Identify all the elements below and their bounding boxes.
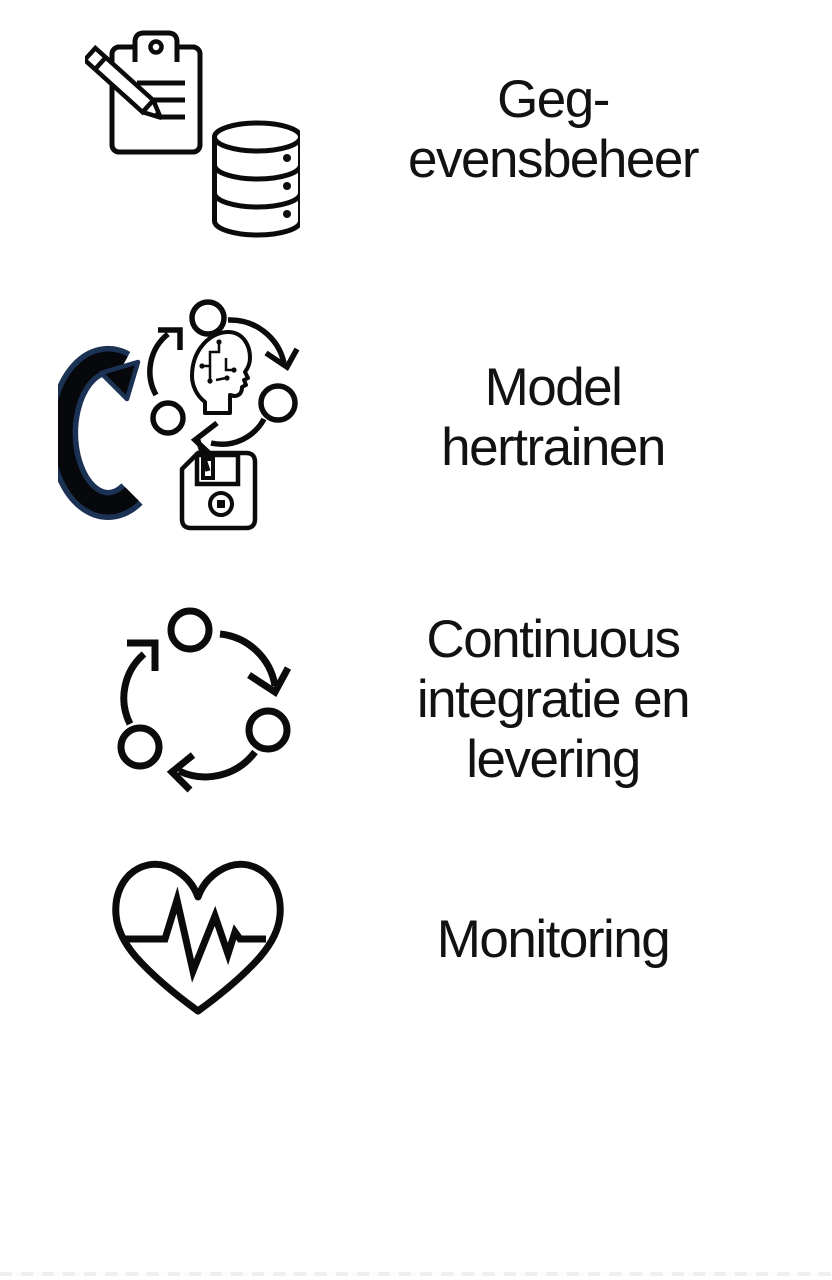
curved-refresh-arrow-icon — [58, 346, 143, 520]
label-data-management: Geg- evensbeheer — [408, 70, 699, 189]
ai-head-icon — [190, 330, 252, 415]
heart-pulse-icon — [112, 855, 284, 1017]
label-ci-cd: Continuous integratie en levering — [416, 610, 691, 789]
pencil-icon — [85, 44, 163, 120]
label-model-retrain: Model hertrainen — [441, 358, 666, 477]
database-icon — [212, 120, 300, 238]
cycle-arrows-icon — [103, 602, 298, 797]
clipboard-icon — [109, 30, 203, 155]
retrain-cycle-icon — [58, 288, 306, 536]
floppy-disk-icon — [179, 439, 258, 531]
scan-edge-artifact — [0, 1272, 832, 1276]
cycle-arrows-icon — [147, 299, 300, 459]
label-monitoring: Monitoring — [436, 910, 671, 969]
clipboard-pencil-and-database-icon — [85, 28, 300, 238]
